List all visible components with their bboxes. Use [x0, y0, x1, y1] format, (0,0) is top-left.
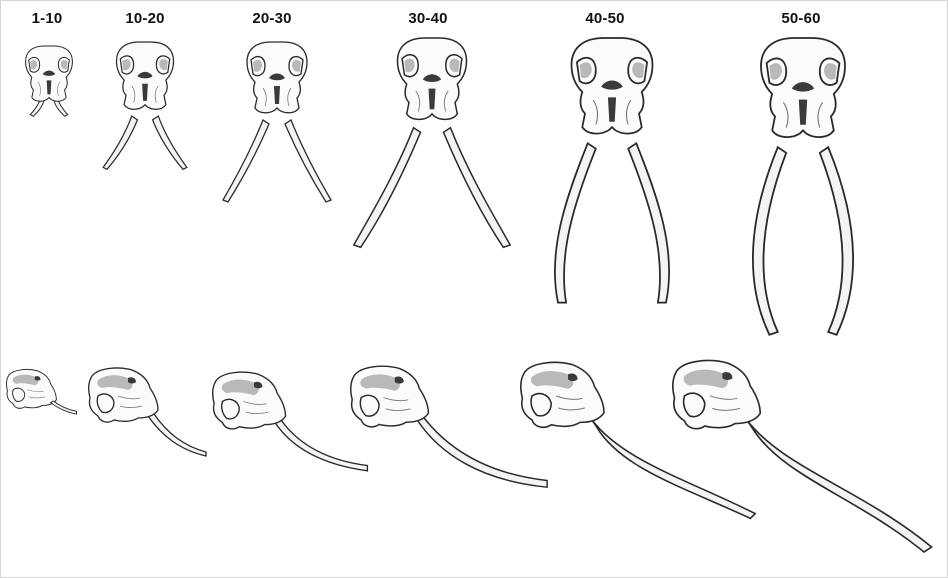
front-skull-30-40: [354, 38, 510, 247]
side-skull-10-20: [89, 368, 206, 456]
side-skull-1-10: [6, 369, 76, 414]
front-skull-50-60: [753, 38, 853, 335]
side-skull-50-60: [673, 361, 932, 553]
side-skull-20-30: [213, 372, 368, 471]
front-skull-20-30: [223, 42, 331, 202]
front-skull-1-10: [26, 46, 73, 116]
side-skull-30-40: [351, 366, 547, 487]
front-skull-10-20: [103, 42, 187, 169]
front-skull-40-50: [555, 38, 669, 303]
